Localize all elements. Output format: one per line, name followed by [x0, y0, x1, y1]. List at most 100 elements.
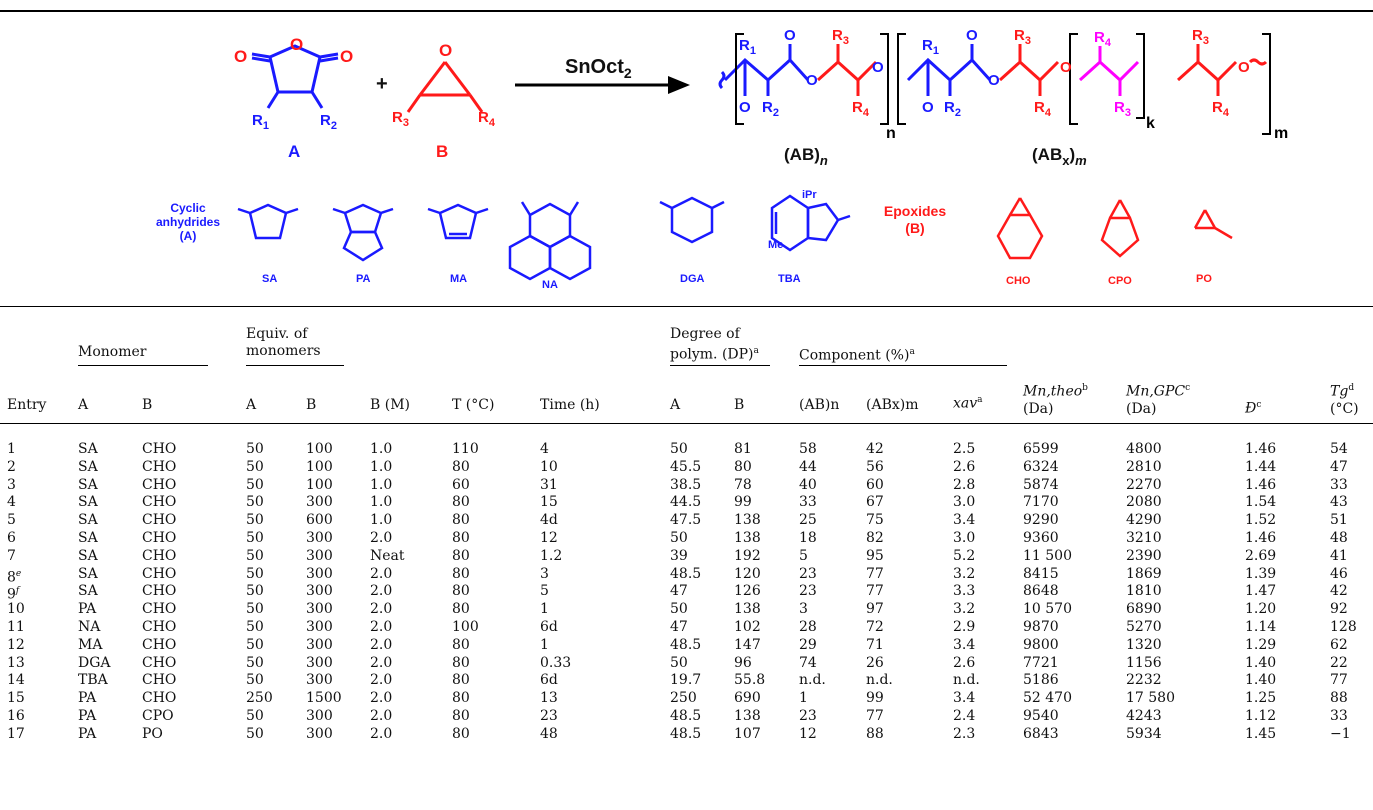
scheme-table-rule — [0, 306, 1373, 307]
cell-dp-a: 50 — [670, 530, 688, 546]
cell-equiv-a: 50 — [246, 547, 264, 564]
cell-time: 1 — [540, 601, 549, 618]
cell-abx-m: 67 — [866, 494, 884, 511]
cell-monomer-b: CHO — [142, 690, 177, 707]
cell-mn-gpc: 4800 — [1126, 441, 1162, 457]
anhydride-carbonyl-left: O — [234, 47, 247, 66]
cell-mn-gpc: 2810 — [1126, 458, 1162, 475]
cell-monomer-a: SA — [78, 441, 98, 457]
cell-time: 1.2 — [540, 547, 563, 564]
cell-abx-m: 75 — [866, 512, 884, 529]
cell-x-av: 2.9 — [953, 619, 976, 635]
cell-dispersity: 1.46 — [1245, 476, 1277, 493]
cell-x-av: 3.2 — [953, 601, 976, 618]
cell-b-molarity: 2.0 — [370, 565, 393, 582]
po-structure — [1193, 209, 1233, 240]
cell-dp-a: 19.7 — [670, 672, 702, 689]
cell-time: 15 — [540, 494, 558, 511]
cell-entry: 16 — [7, 708, 25, 724]
cell-mn-theo: 8648 — [1023, 583, 1059, 600]
cell-monomer-b: CHO — [142, 512, 177, 529]
cell-equiv-b: 300 — [306, 672, 333, 689]
monomer-a-label: A — [288, 142, 300, 161]
cell-abx-m: 99 — [866, 690, 884, 707]
cell-mn-gpc: 4243 — [1126, 708, 1162, 724]
cell-entry: 10 — [7, 601, 25, 618]
monomer-b-r4: R4 — [478, 109, 496, 129]
tba-ipr-label: iPr — [802, 189, 817, 201]
cell-x-av: 2.4 — [953, 708, 976, 724]
monomer-b-structure — [406, 61, 484, 113]
header-monomer-b: B — [142, 397, 153, 413]
cell-ab-n: 25 — [799, 512, 817, 529]
cell-abx-m: 77 — [866, 708, 884, 724]
tba-structure — [770, 194, 851, 252]
cell-dp-a: 48.5 — [670, 636, 702, 653]
cell-mn-gpc: 2080 — [1126, 494, 1162, 511]
cell-b-molarity: 2.0 — [370, 690, 393, 707]
cell-time: 5 — [540, 583, 549, 600]
cell-x-av: 3.3 — [953, 583, 976, 600]
cell-time: 13 — [540, 690, 558, 707]
monomer-a-r1: R1 — [252, 112, 269, 132]
cell-tg: 33 — [1330, 476, 1348, 493]
cell-mn-theo: 9290 — [1023, 512, 1059, 529]
cell-time: 48 — [540, 725, 558, 742]
cell-dp-a: 38.5 — [670, 476, 702, 493]
cell-equiv-a: 50 — [246, 601, 264, 618]
cell-monomer-a: MA — [78, 636, 103, 653]
cell-equiv-b: 300 — [306, 565, 333, 582]
cell-equiv-b: 300 — [306, 636, 333, 653]
cell-b-molarity: 2.0 — [370, 725, 393, 742]
cell-tg: 41 — [1330, 547, 1348, 564]
cell-b-molarity: 1.0 — [370, 494, 393, 511]
cell-equiv-a: 50 — [246, 512, 264, 529]
cell-monomer-a: SA — [78, 547, 98, 564]
cell-abx-m: 71 — [866, 636, 884, 653]
cell-tg: 46 — [1330, 565, 1348, 582]
cell-equiv-b: 100 — [306, 458, 333, 475]
header-abxm: (ABx)m — [866, 397, 919, 413]
cell-b-molarity: 2.0 — [370, 654, 393, 671]
cell-equiv-b: 100 — [306, 441, 333, 457]
cell-monomer-a: PA — [78, 708, 97, 724]
cell-x-av: 3.0 — [953, 530, 976, 546]
svg-text:R2: R2 — [944, 99, 961, 119]
cell-equiv-a: 50 — [246, 530, 264, 546]
svg-text:R1: R1 — [922, 37, 939, 57]
cell-tg: 42 — [1330, 583, 1348, 600]
cell-equiv-a: 50 — [246, 708, 264, 724]
cell-temperature: 80 — [452, 583, 470, 600]
cell-tg: 51 — [1330, 512, 1348, 529]
cell-x-av: 2.8 — [953, 476, 976, 493]
cell-monomer-a: DGA — [78, 654, 111, 671]
cell-x-av: 5.2 — [953, 547, 976, 564]
cell-ab-n: 5 — [799, 547, 808, 564]
cell-ab-n: 18 — [799, 530, 817, 546]
reaction-arrow — [515, 76, 690, 94]
cell-dp-a: 48.5 — [670, 725, 702, 742]
cell-mn-theo: 9540 — [1023, 708, 1059, 724]
cell-b-molarity: 2.0 — [370, 672, 393, 689]
cell-mn-theo: 6843 — [1023, 725, 1059, 742]
cell-dispersity: 1.52 — [1245, 512, 1277, 529]
sa-structure — [237, 203, 299, 240]
cell-mn-theo: 8415 — [1023, 565, 1059, 582]
cell-ab-n: 23 — [799, 708, 817, 724]
cell-dispersity: 1.12 — [1245, 708, 1277, 724]
cell-time: 12 — [540, 530, 558, 546]
cell-dp-b: 55.8 — [734, 672, 766, 689]
cell-dp-b: 138 — [734, 530, 761, 546]
header-dp: Degree of polym. (DP)a — [670, 326, 759, 363]
svg-text:R3: R3 — [832, 27, 849, 47]
cell-temperature: 80 — [452, 725, 470, 742]
cell-monomer-b: CHO — [142, 654, 177, 671]
pa-structure — [332, 203, 394, 262]
anhydride-name-na: NA — [542, 279, 558, 291]
cell-tg: 77 — [1330, 672, 1348, 689]
cell-dp-a: 50 — [670, 601, 688, 618]
cell-monomer-a: TBA — [78, 672, 108, 689]
cell-equiv-a: 50 — [246, 476, 264, 493]
cell-equiv-b: 300 — [306, 708, 333, 724]
cell-mn-theo: 9800 — [1023, 636, 1059, 653]
